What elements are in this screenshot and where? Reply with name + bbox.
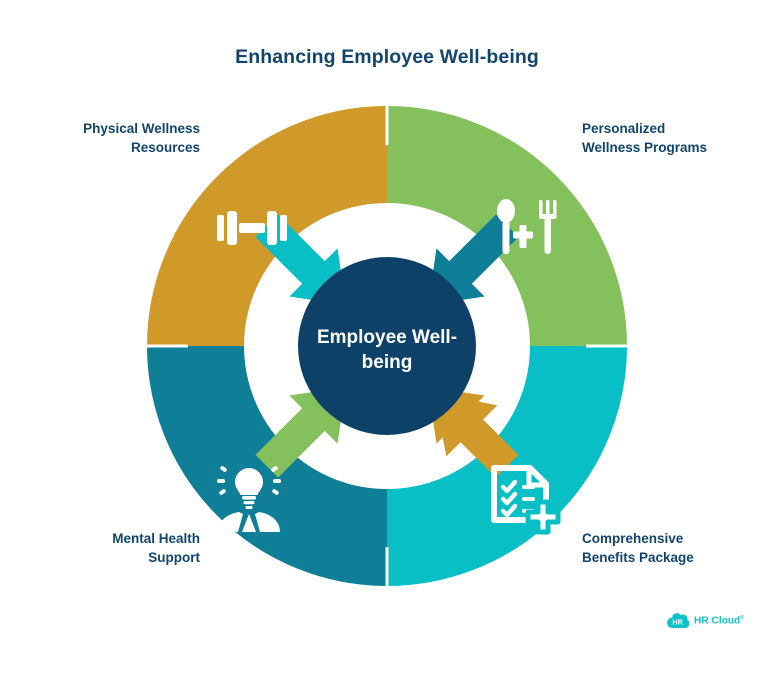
page-title: Enhancing Employee Well-being [235,46,539,68]
hr-cloud-logo: HR HR Cloud® [667,613,744,629]
arrow-bottom-left [428,214,519,305]
quadrant-label-comprehensive-benefits-package: Comprehensive Benefits Package [582,531,694,566]
logo-registered-mark: ® [740,615,745,622]
quadrant-label-mental-health-support: Mental Health Support [112,531,200,566]
arrow-top-right [255,387,346,478]
quadrant-label-personalized-wellness-programs: Personalized Wellness Programs [582,121,708,156]
quadrant-label-physical-wellness-resources: Physical Wellness Resources [83,121,200,156]
spoon-fork-cross-icon [497,199,557,254]
arrow-bottom-right [255,214,346,305]
arrow-top-left [428,387,519,478]
checklist-cross-icon [491,465,561,535]
logo-name: HR Cloud [694,615,741,627]
center-circle [298,257,476,435]
dumbbell-icon [217,211,287,245]
svg-text:HR: HR [672,617,683,626]
quadrant-separators [145,104,629,590]
person-lightbulb-icon [217,466,281,532]
logo-wordmark: HR Cloud® [694,615,744,626]
cloud-icon: HR [667,613,689,629]
